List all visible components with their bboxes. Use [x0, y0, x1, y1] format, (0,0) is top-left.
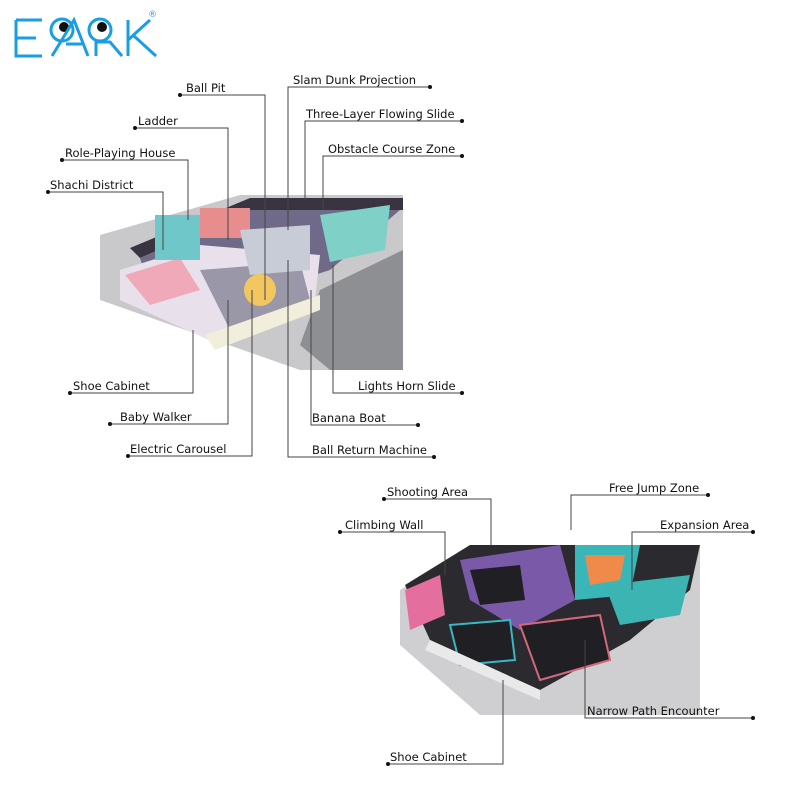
label-shachi-district: Shachi District	[50, 178, 134, 192]
label-ball-return-machine: Ball Return Machine	[312, 443, 427, 457]
label-free-jump-zone: Free Jump Zone	[609, 481, 699, 495]
label-three-layer-slide: Three-Layer Flowing Slide	[305, 107, 455, 121]
label-baby-walker: Baby Walker	[120, 410, 192, 424]
label-electric-carousel: Electric Carousel	[130, 442, 226, 456]
leader-lines	[46, 85, 755, 766]
trampoline-render	[400, 545, 700, 715]
label-shooting-area: Shooting Area	[387, 485, 468, 499]
label-narrow-path-encounter: Narrow Path Encounter	[587, 704, 720, 718]
epark-logo: ®	[14, 10, 158, 58]
label-expansion-area: Expansion Area	[660, 518, 749, 532]
label-climbing-wall: Climbing Wall	[345, 518, 423, 532]
label-role-playing-house: Role-Playing House	[65, 146, 175, 160]
label-shoe-cabinet-top: Shoe Cabinet	[73, 379, 150, 393]
registered-mark: ®	[148, 10, 157, 20]
label-obstacle-course: Obstacle Course Zone	[328, 142, 455, 156]
label-slam-dunk-projection: Slam Dunk Projection	[293, 73, 416, 87]
label-banana-boat: Banana Boat	[312, 411, 386, 425]
label-ball-pit: Ball Pit	[186, 81, 226, 95]
label-shoe-cabinet-bottom: Shoe Cabinet	[390, 750, 467, 764]
label-lights-horn-slide: Lights Horn Slide	[358, 379, 456, 393]
label-ladder: Ladder	[138, 114, 178, 128]
